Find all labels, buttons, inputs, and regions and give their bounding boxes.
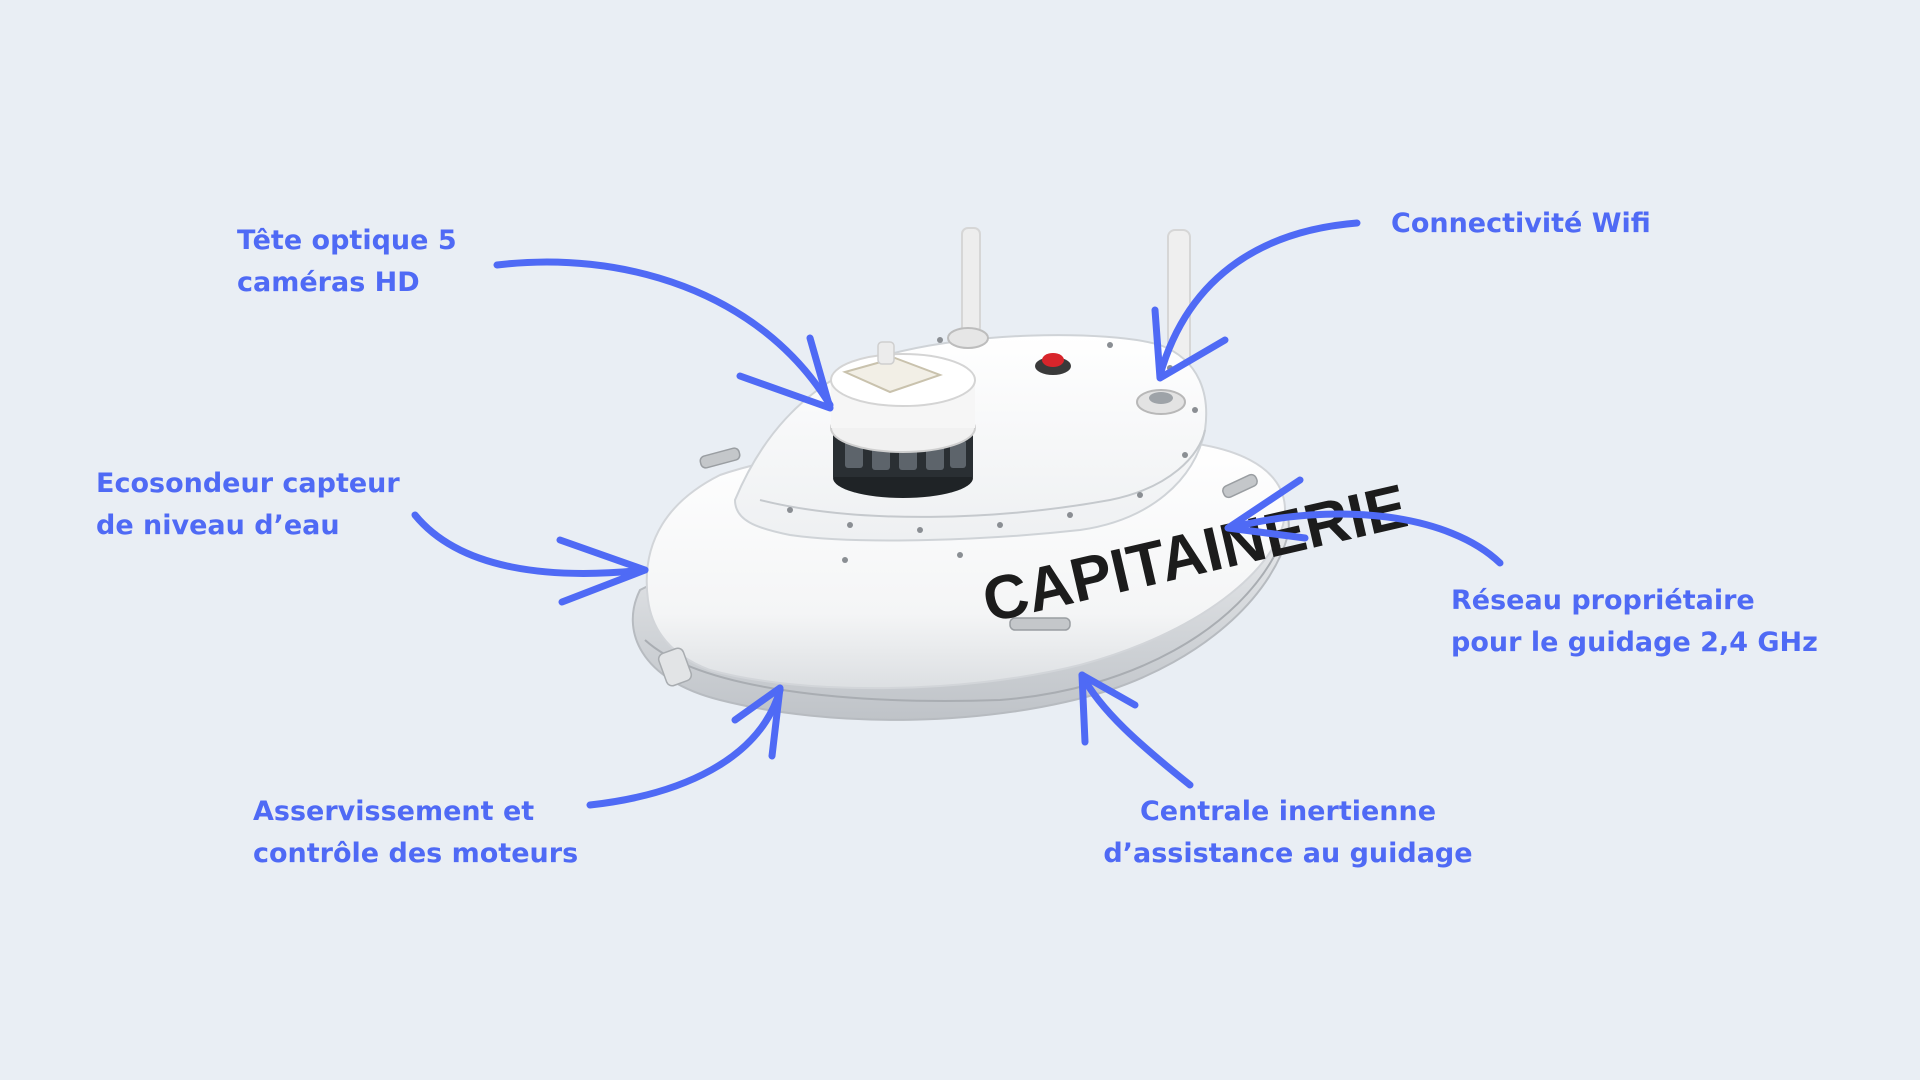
label-camera-head: Tête optique 5 caméras HD [237, 220, 457, 304]
label-camera-head-line1: Tête optique 5 [237, 225, 457, 256]
label-inertial-line1: Centrale inertienne [1139, 796, 1437, 827]
fender-seam [644, 544, 1281, 702]
power-button [1042, 353, 1064, 367]
label-motors-line1: Asservissement et [253, 796, 535, 827]
camera-head-knob [877, 341, 895, 365]
antenna-left [961, 227, 981, 334]
drone-boat: CAPITAINERIE [631, 227, 1414, 721]
label-motors: Asservissement et contrôle des moteurs [253, 791, 578, 875]
cleat-right [1222, 473, 1258, 499]
arrow-wifi [1151, 219, 1361, 382]
cabin-edge [759, 429, 1206, 518]
arrow-motors [586, 684, 784, 809]
arrow-camera [493, 258, 834, 412]
label-sonar-line1: Ecosondeur capteur [96, 468, 400, 499]
label-inertial-line2: d’assistance au guidage [1103, 838, 1473, 869]
label-sonar-line2: de niveau d’eau [96, 510, 340, 541]
arrow-inertial [1078, 671, 1194, 789]
label-motors-line2: contrôle des moteurs [253, 838, 579, 869]
arrow-network [1224, 476, 1504, 567]
label-inertial: Centrale inertienne d’assistance au guid… [1088, 791, 1488, 875]
cleat-front [1009, 617, 1071, 631]
label-wifi-line1: Connectivité Wifi [1391, 208, 1651, 239]
label-wifi: Connectivité Wifi [1391, 203, 1651, 245]
fender-cap [657, 647, 693, 687]
label-network-line1: Réseau propriétaire [1451, 585, 1755, 616]
arrow-sonar [411, 511, 649, 606]
label-network-line2: pour le guidage 2,4 GHz [1451, 627, 1818, 658]
cleat-left [699, 447, 741, 469]
wifi-antenna-cap [1149, 392, 1173, 404]
label-sonar: Ecosondeur capteur de niveau d’eau [96, 463, 400, 547]
label-camera-head-line2: caméras HD [237, 267, 420, 298]
label-network: Réseau propriétaire pour le guidage 2,4 … [1451, 580, 1818, 664]
antenna-base-left [947, 327, 989, 349]
